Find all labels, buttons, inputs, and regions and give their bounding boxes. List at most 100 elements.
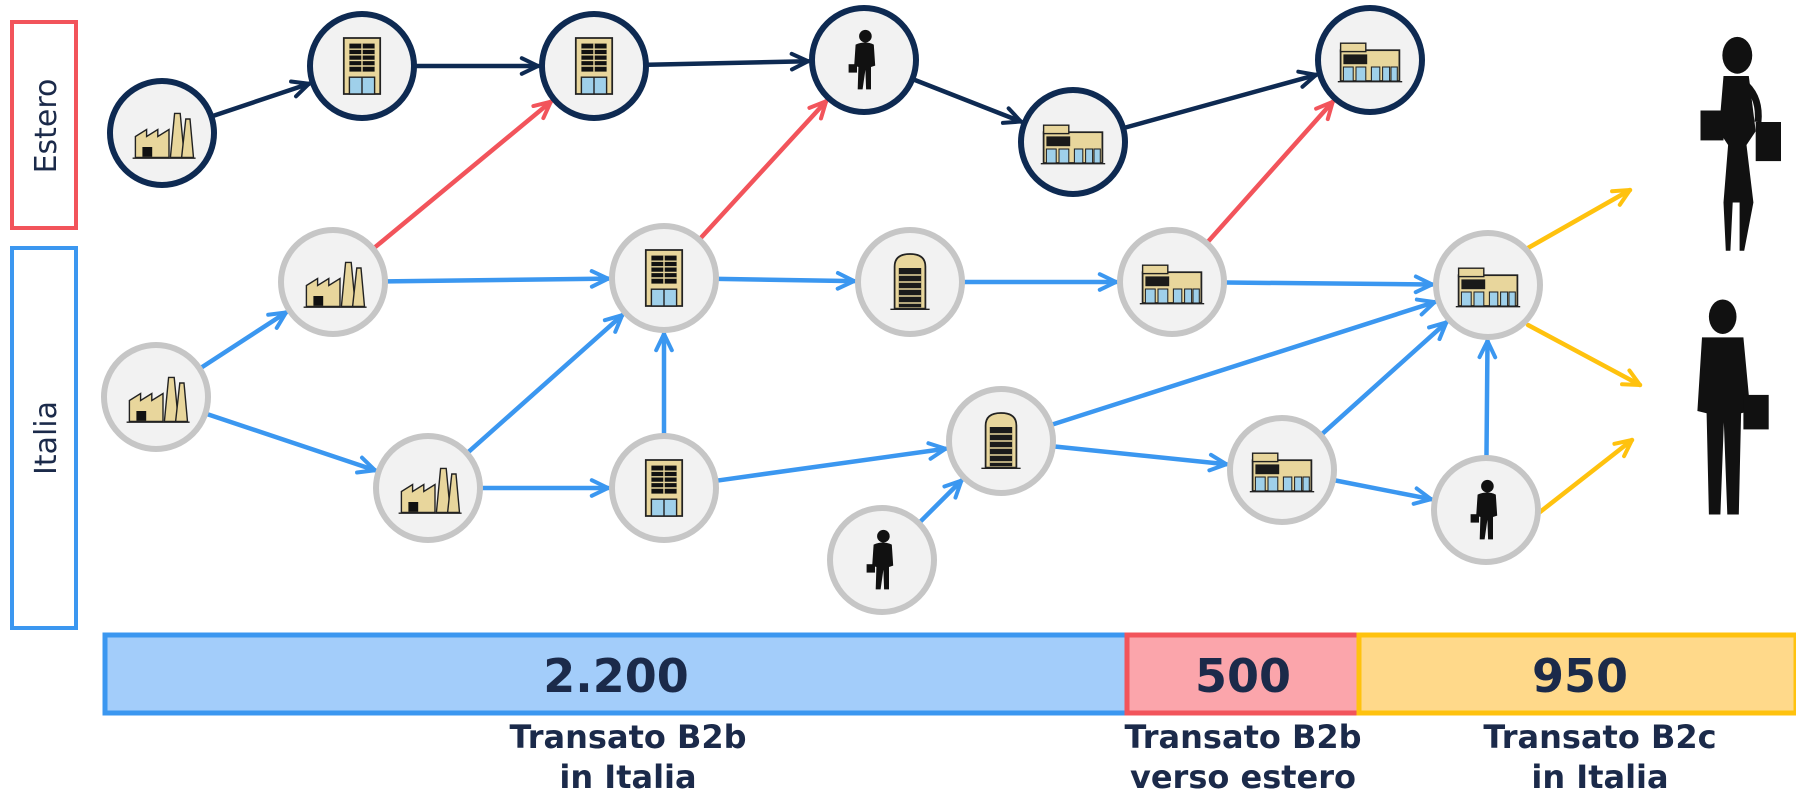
arrow-i11-to-i12-head <box>1411 486 1434 506</box>
bar-b2c-italia <box>1356 632 1796 716</box>
arrow-i7-to-i10-head <box>1414 297 1437 317</box>
arrow-i4-to-i6 <box>715 276 857 284</box>
arrow-i3-to-i4 <box>466 312 625 455</box>
consumer-arrow-2-head <box>1620 368 1642 387</box>
node-e5 <box>1018 87 1128 197</box>
office-building-icon <box>644 249 684 307</box>
arrow-i9-to-e6-head <box>1314 99 1335 122</box>
node-i2 <box>101 342 211 452</box>
arrow-i7-to-i11-head <box>1207 452 1229 473</box>
region-italia: Italia <box>10 246 78 630</box>
arrow-e3-to-e4-head <box>789 51 811 72</box>
bar-b2b-estero-caption-1: Transato B2b <box>1124 718 1361 756</box>
node-i7 <box>946 386 1056 496</box>
region-estero-frame <box>10 20 78 230</box>
arrow-i9-to-i10 <box>1223 280 1435 287</box>
arrow-e5-to-e6-head <box>1296 69 1319 89</box>
node-i11 <box>1227 415 1337 525</box>
consumer-arrow-3 <box>1537 437 1635 515</box>
arrow-i3-to-i4-head <box>602 313 625 334</box>
arrow-e1-to-e2-head <box>289 79 311 99</box>
bar-b2c-italia-caption-2: in Italia <box>1531 758 1668 796</box>
node-i1 <box>278 227 388 337</box>
warehouse-icon <box>980 412 1022 470</box>
arrow-i5-to-i4-head <box>654 332 674 353</box>
arrow-i3-to-i5-head <box>589 478 610 498</box>
node-i6 <box>855 227 965 337</box>
consumer-arrow-1 <box>1525 187 1633 251</box>
volume-bars: 2.200 500 950 Transato B2b in Italia Tra… <box>102 632 1796 796</box>
region-italia-label: Italia <box>29 401 64 475</box>
flow-nodes <box>101 5 1543 615</box>
warehouse-icon <box>889 253 931 311</box>
arrow-i2-to-i3 <box>204 411 378 473</box>
region-estero: Estero <box>10 20 78 230</box>
arrow-i7-to-i11 <box>1052 444 1229 467</box>
arrow-e1-to-e2 <box>210 81 312 119</box>
arrow-i1-to-i4-head <box>589 269 611 289</box>
node-i8 <box>827 505 937 615</box>
node-e4 <box>809 5 919 115</box>
bar-b2c-italia-value: 950 <box>1532 649 1628 703</box>
node-i12 <box>1431 455 1541 565</box>
arrow-e3-to-e4 <box>645 58 811 68</box>
node-i9 <box>1117 227 1227 337</box>
consumer-arrow-1-head <box>1610 188 1632 207</box>
arrow-i6-to-i9-head <box>1097 272 1118 292</box>
woman-shopper-icon <box>1701 37 1782 251</box>
bar-b2b-estero-caption-2: verso estero <box>1130 758 1356 796</box>
node-i1-ring <box>278 227 388 337</box>
arrow-i5-to-i7-head <box>926 441 948 461</box>
arrow-e2-to-e3-head <box>519 56 540 76</box>
arrow-e4-to-e5 <box>912 77 1024 124</box>
bar-b2b-italia-caption-1: Transato B2b <box>509 718 746 756</box>
node-e1 <box>107 78 217 188</box>
arrow-i2-to-i1-head <box>266 310 289 330</box>
arrow-i9-to-i10-head <box>1413 274 1435 295</box>
man-shopper-icon <box>1697 299 1769 515</box>
node-i3-ring <box>373 433 483 543</box>
bar-b2b-italia-value: 2.200 <box>543 649 689 703</box>
consumer-arrow-2 <box>1525 322 1643 388</box>
arrow-i4-to-e4-head <box>807 99 829 121</box>
node-i5 <box>609 433 719 543</box>
bar-b2b-estero-value: 500 <box>1195 649 1291 703</box>
office-building-icon <box>342 37 382 95</box>
node-i3 <box>373 433 483 543</box>
region-estero-label: Estero <box>29 79 64 174</box>
office-building-icon <box>574 37 614 95</box>
arrow-i8-to-i7-head <box>942 478 964 500</box>
arrow-e4-to-e5-head <box>1000 106 1023 125</box>
bar-b2b-italia-caption-2: in Italia <box>559 758 696 796</box>
arrow-i9-to-e6 <box>1205 99 1335 244</box>
arrow-i1-to-e3-head <box>531 99 553 121</box>
node-e6 <box>1315 5 1425 115</box>
arrow-i11-to-i10-head <box>1427 320 1449 342</box>
arrow-i11-to-i12 <box>1332 478 1434 502</box>
arrow-i4-to-i6-head <box>835 270 857 291</box>
arrow-i2-to-i3-head <box>355 455 377 475</box>
node-i2-ring <box>101 342 211 452</box>
arrow-i8-to-i7 <box>917 478 964 525</box>
arrow-i1-to-e3 <box>372 99 554 250</box>
node-e1-ring <box>107 78 217 188</box>
arrow-i5-to-i7 <box>715 446 948 483</box>
office-building-icon <box>644 459 684 517</box>
arrow-i2-to-i1 <box>199 310 289 370</box>
node-e2 <box>307 11 417 121</box>
consumer-arrow-3-head <box>1612 438 1634 459</box>
bar-b2c-italia-caption-1: Transato B2c <box>1483 718 1716 756</box>
arrow-e5-to-e6 <box>1122 72 1319 130</box>
arrow-i11-to-i10 <box>1319 320 1449 437</box>
arrow-i7-to-i10 <box>1050 299 1437 427</box>
region-italia-frame <box>10 246 78 630</box>
arrow-i12-to-i10-head <box>1477 338 1498 360</box>
arrow-i4-to-e4 <box>698 99 829 241</box>
arrow-i1-to-i4 <box>384 276 611 284</box>
bar-b2b-italia <box>102 632 1130 716</box>
node-i4 <box>609 223 719 333</box>
node-e3 <box>539 11 649 121</box>
arrow-i12-to-i10 <box>1484 338 1490 459</box>
node-i10 <box>1433 230 1543 340</box>
